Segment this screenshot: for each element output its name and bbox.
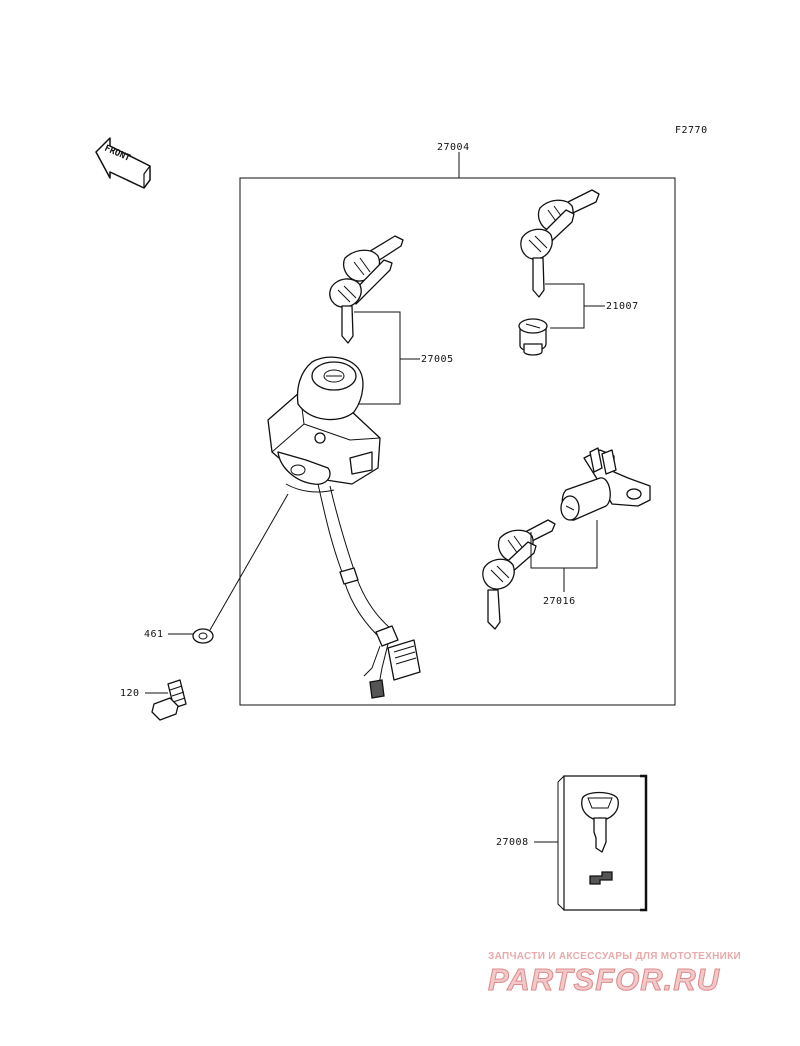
part-label-120: 120: [120, 688, 140, 699]
assembly-box: [239, 177, 676, 706]
part-label-27005: 27005: [421, 354, 454, 365]
part-label-21007: 21007: [606, 301, 639, 312]
part-label-27016: 27016: [543, 596, 576, 607]
part-label-27008: 27008: [496, 837, 529, 848]
diagram-code: F2770: [675, 125, 708, 136]
key-blank-icon: [581, 791, 619, 885]
watermark-logo: PARTSFOR.RU: [488, 962, 721, 998]
key-blank-box: [557, 774, 648, 912]
part-label-461: 461: [144, 629, 164, 640]
front-arrow-icon: FRONT: [95, 137, 151, 189]
watermark-tagline: ЗАПЧАСТИ И АКСЕССУАРЫ ДЛЯ МОТОТЕХНИКИ: [488, 951, 741, 962]
lock-cylinder-icon: [518, 318, 548, 356]
bolt-icon: [151, 679, 187, 721]
ignition-switch-icon: [267, 356, 381, 493]
ignition-keys-icon: [329, 235, 404, 344]
wire-harness-icon: [317, 483, 421, 699]
seat-lock-icon: [560, 447, 651, 521]
lock-keys-icon: [520, 189, 600, 298]
part-label-27004: 27004: [437, 142, 470, 153]
washer-icon: [192, 628, 214, 644]
seat-lock-keys-icon: [482, 519, 556, 630]
